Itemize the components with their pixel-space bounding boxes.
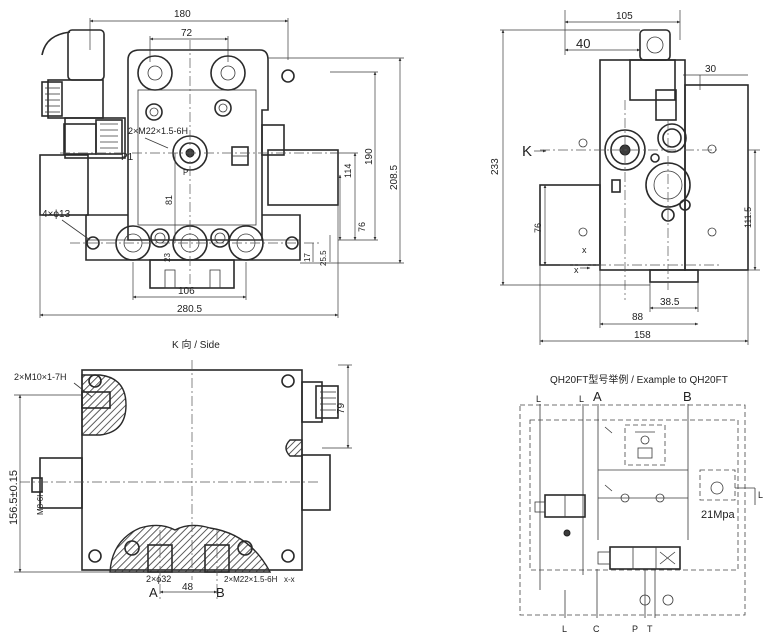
sch-label-t: T — [647, 624, 653, 634]
section-label: x-x — [284, 575, 295, 584]
schematic-title: QH20FT型号举例 / Example to QH20FT — [550, 373, 728, 386]
dim-114: 114 — [343, 164, 353, 178]
thread-side-label: M8-6H — [36, 491, 45, 515]
dim-88: 88 — [632, 312, 644, 323]
dim-106: 106 — [178, 286, 195, 297]
right-view: 105 40 30 — [490, 10, 760, 345]
sch-label-b: B — [683, 389, 692, 404]
hydraulic-schematic: QH20FT型号举例 / Example to QH20FT L L A B 2… — [519, 373, 763, 634]
sch-label-p: P — [632, 624, 638, 634]
dim-25-5: 25.5 — [319, 250, 328, 266]
dim-111-5: 111.5 — [743, 207, 753, 228]
port-b-side: B — [216, 585, 225, 600]
sch-label-l-bottom: L — [562, 624, 567, 634]
dim-40: 40 — [576, 36, 590, 51]
thread-top-label: 2×M10×1-7H — [14, 372, 67, 382]
dim-158: 158 — [634, 330, 651, 341]
port-p1-label: P1 — [121, 152, 134, 163]
dim-38-5: 38.5 — [660, 297, 680, 308]
dim-30: 30 — [705, 64, 717, 75]
dim-280-5: 280.5 — [177, 304, 202, 315]
port-p-label: P — [183, 168, 188, 177]
dim-72: 72 — [181, 28, 193, 39]
dim-48: 48 — [182, 582, 194, 593]
thread-bottom-label: 2×M22×1.5-6H — [224, 575, 278, 584]
dim-17: 17 — [303, 253, 312, 262]
dim-76-right: 76 — [533, 223, 543, 233]
holes-bottom-label: 2×ϕ32 — [146, 574, 171, 584]
dim-233: 233 — [490, 158, 501, 175]
sch-label-l-right: L — [758, 490, 763, 500]
sch-label-l1: L — [536, 394, 541, 404]
sch-label-a: A — [593, 389, 602, 404]
dim-81: 81 — [164, 195, 174, 205]
side-view: K 向 / Side 2×M10 — [8, 338, 352, 600]
x-mark-bottom: x — [574, 265, 579, 275]
dim-180: 180 — [174, 9, 191, 20]
x-mark-top: x — [582, 245, 587, 255]
dim-190: 190 — [364, 148, 375, 165]
dim-208-5: 208.5 — [389, 165, 400, 190]
dim-156-5: 156.5±0.15 — [8, 470, 20, 525]
sch-label-c: C — [593, 624, 600, 634]
front-view: 180 72 — [39, 9, 404, 318]
port-a-side: A — [149, 585, 158, 600]
dim-76: 76 — [357, 222, 367, 232]
holes-label: 4×ϕ13 — [42, 209, 71, 220]
k-arrow-label: K — [522, 143, 532, 160]
pressure-label: 21Mpa — [701, 509, 736, 521]
thread-label: 2×M22×1.5-6H — [128, 126, 188, 136]
dim-79: 79 — [336, 402, 347, 414]
side-view-title: K 向 / Side — [172, 338, 220, 351]
sch-label-l2: L — [579, 394, 584, 404]
dim-105: 105 — [616, 11, 633, 22]
dim-23: 23 — [163, 253, 172, 262]
